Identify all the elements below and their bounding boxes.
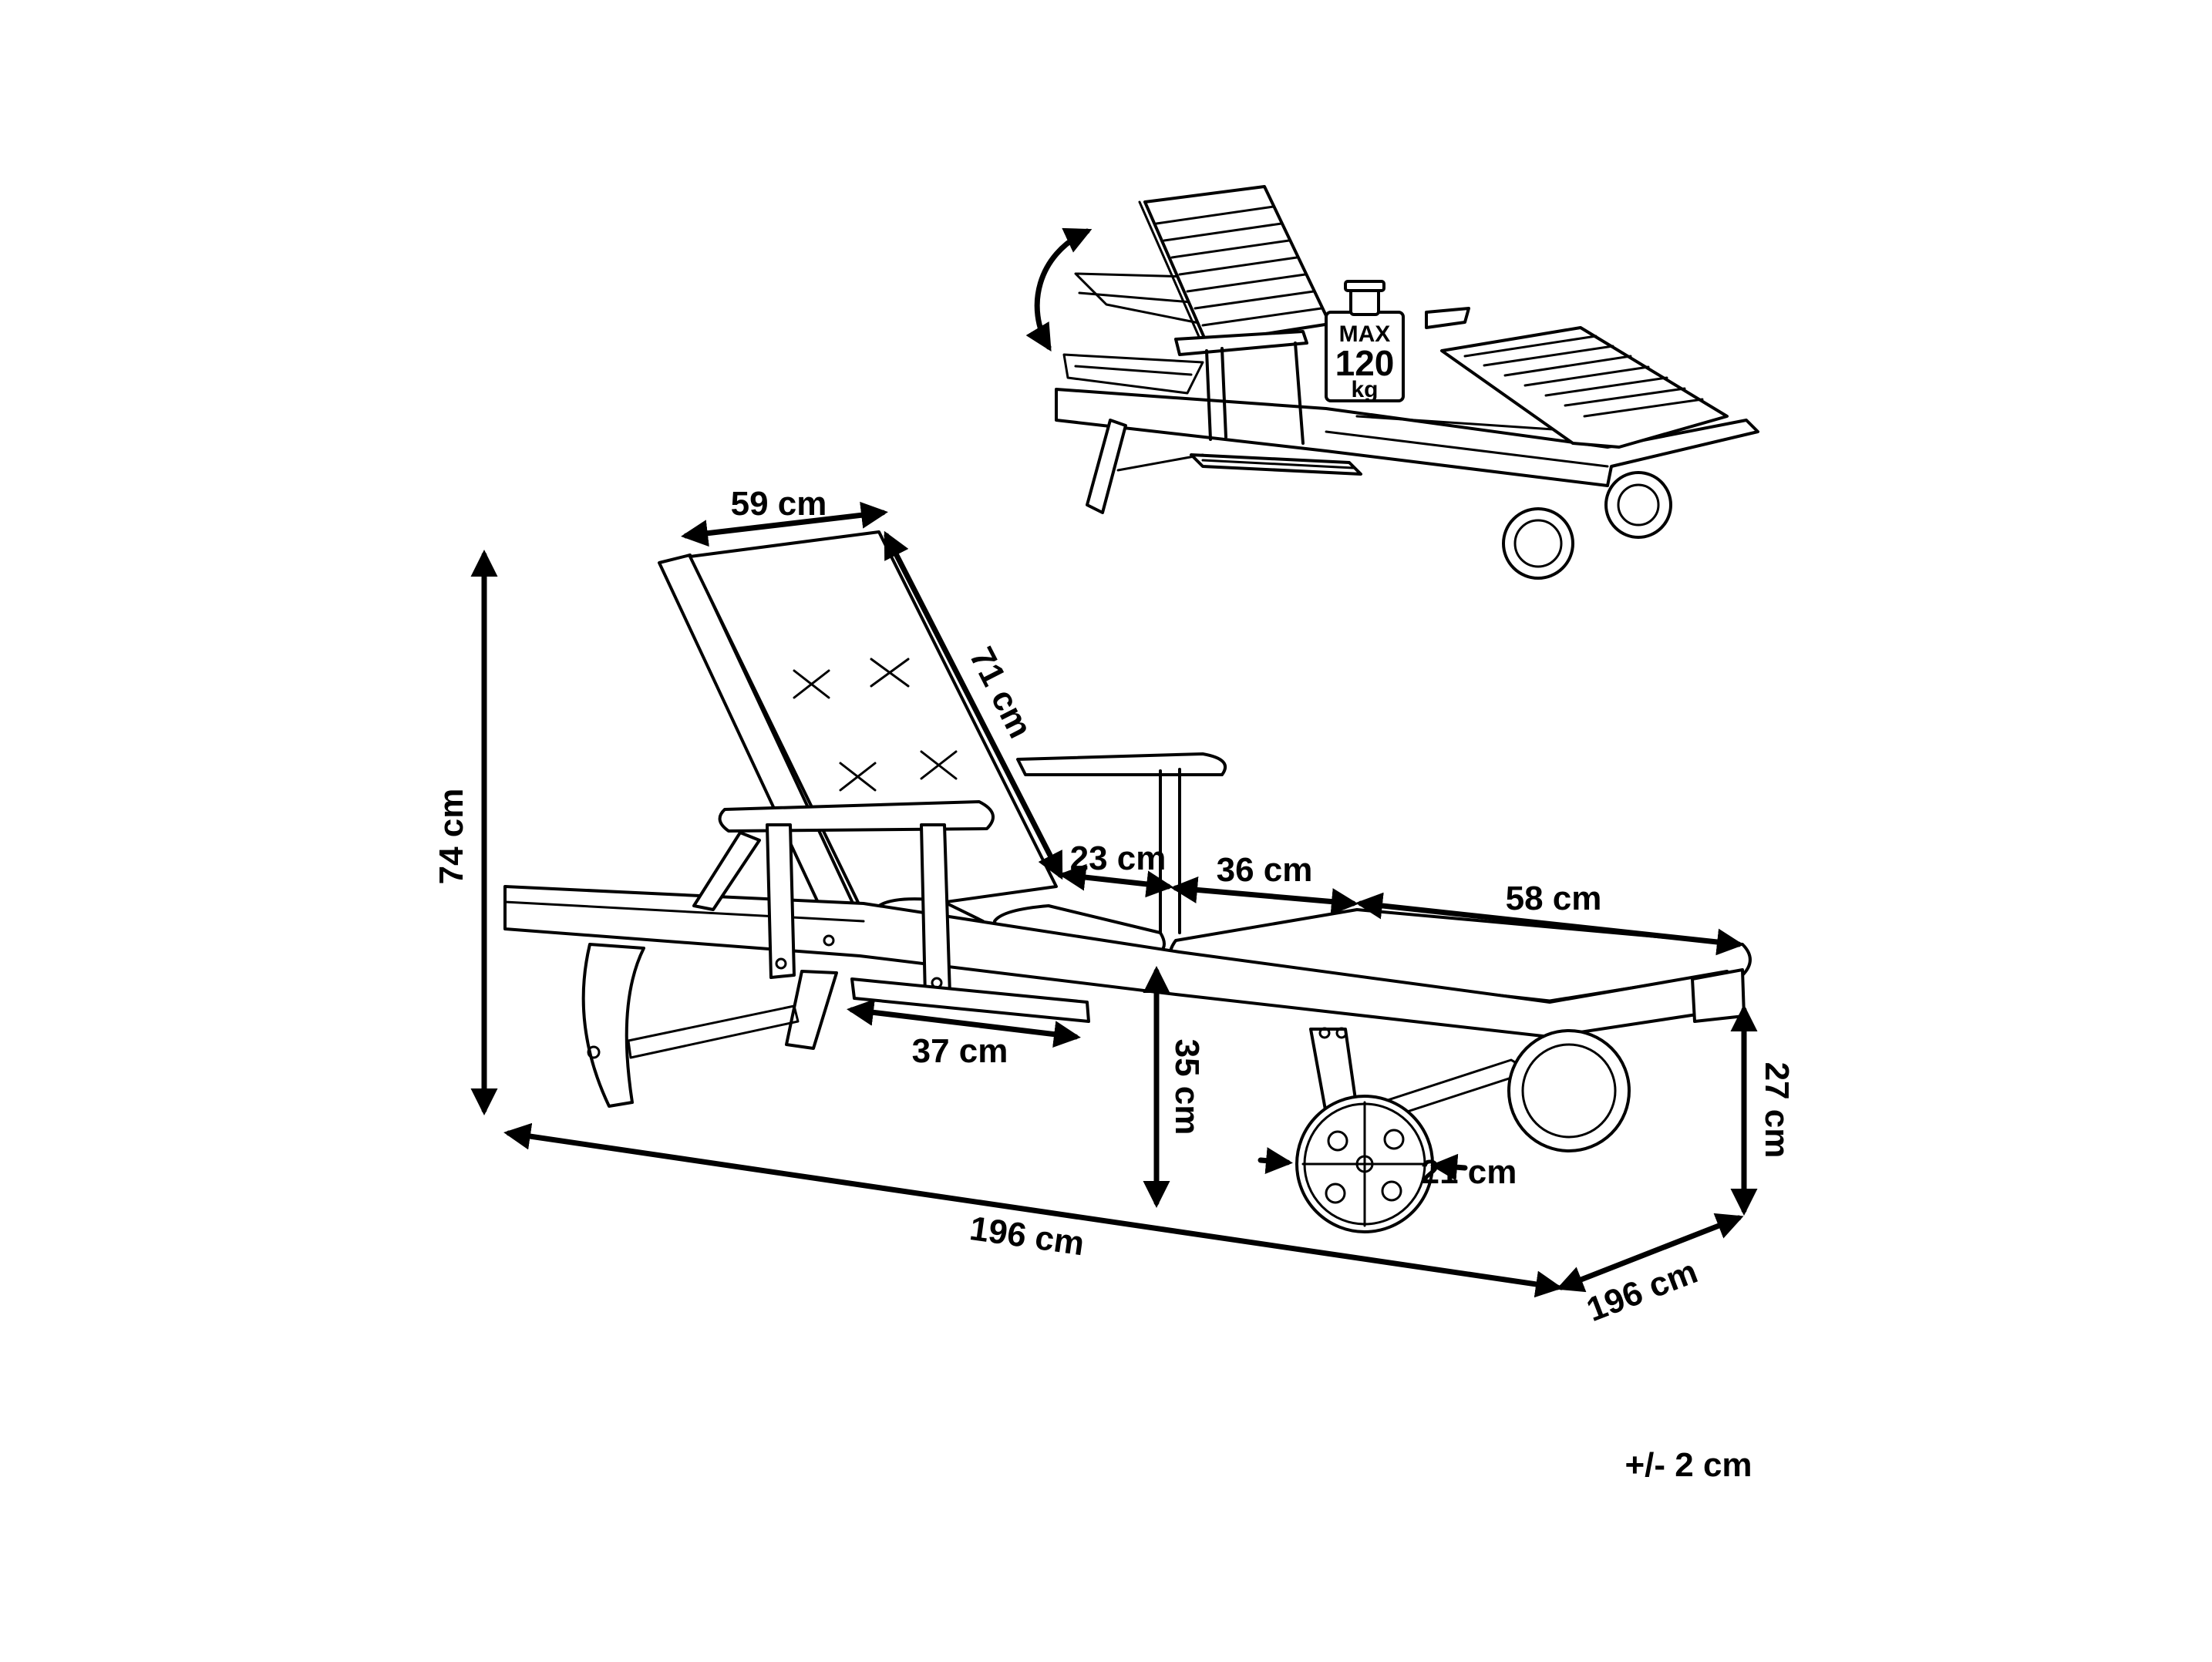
label-foot-height: 27 cm (1758, 1062, 1796, 1159)
label-backrest-width: 59 cm (731, 485, 827, 523)
dim-seat-segment-line (1059, 863, 1173, 898)
small-frame (1055, 388, 1759, 487)
backrest-strut (692, 831, 761, 911)
small-armrest-right (1425, 307, 1470, 329)
label-seat-segment: 23 cm (1070, 839, 1167, 877)
dimension-labels: 59 cm 71 cm 74 cm 23 cm 36 cm 58 cm 37 c… (433, 485, 1796, 1329)
leg-crossbar (627, 1004, 800, 1059)
max-load-badge: MAX 120 kg (1325, 280, 1405, 402)
wheel-rear (1507, 1029, 1631, 1152)
small-legrest (1440, 326, 1729, 449)
raised-backrest (1138, 185, 1332, 347)
armrest-near (718, 800, 995, 833)
armrest-support-back (766, 823, 796, 979)
label-tray-width: 37 cm (912, 1032, 1008, 1070)
label-wheel-diameter: 21 cm (1421, 1153, 1517, 1191)
dim-foot-segment-line (1355, 892, 1744, 956)
badge-max-text: MAX (1339, 321, 1391, 347)
badge-unit-text: kg (1351, 377, 1378, 402)
label-middle-segment: 36 cm (1217, 851, 1313, 889)
small-wheel-front (1502, 507, 1574, 580)
dim-depth-line (1556, 1213, 1744, 1293)
armrest-far (1016, 752, 1227, 776)
label-foot-segment: 58 cm (1506, 880, 1602, 917)
small-armrest-left (1174, 330, 1308, 356)
badge-value-text: 120 (1335, 343, 1395, 383)
small-back-leg (1086, 419, 1127, 514)
armrest-support-front (920, 823, 951, 998)
dim-wheel-left-tick (1258, 1147, 1293, 1175)
small-wheel-rear (1604, 471, 1672, 539)
tolerance-note: +/- 2 cm (1624, 1446, 1752, 1484)
label-seat-height: 35 cm (1168, 1039, 1206, 1135)
dim-backrest-length-line (884, 530, 1063, 880)
dim-tray-line (847, 998, 1081, 1048)
small-lounger-illustration: MAX 120 kg (1025, 185, 1759, 580)
label-depth: 196 cm (1581, 1253, 1702, 1329)
back-leg-outer (581, 943, 645, 1108)
back-leg-inner (785, 970, 838, 1050)
dim-backrest-width-line (681, 501, 888, 547)
dim-length-line (503, 1122, 1563, 1298)
label-height: 74 cm (433, 789, 470, 885)
dim-middle-segment-line (1170, 876, 1359, 916)
foot-end (1691, 968, 1746, 1023)
dimension-lines (470, 501, 1758, 1298)
recline-arrow (1025, 227, 1093, 352)
